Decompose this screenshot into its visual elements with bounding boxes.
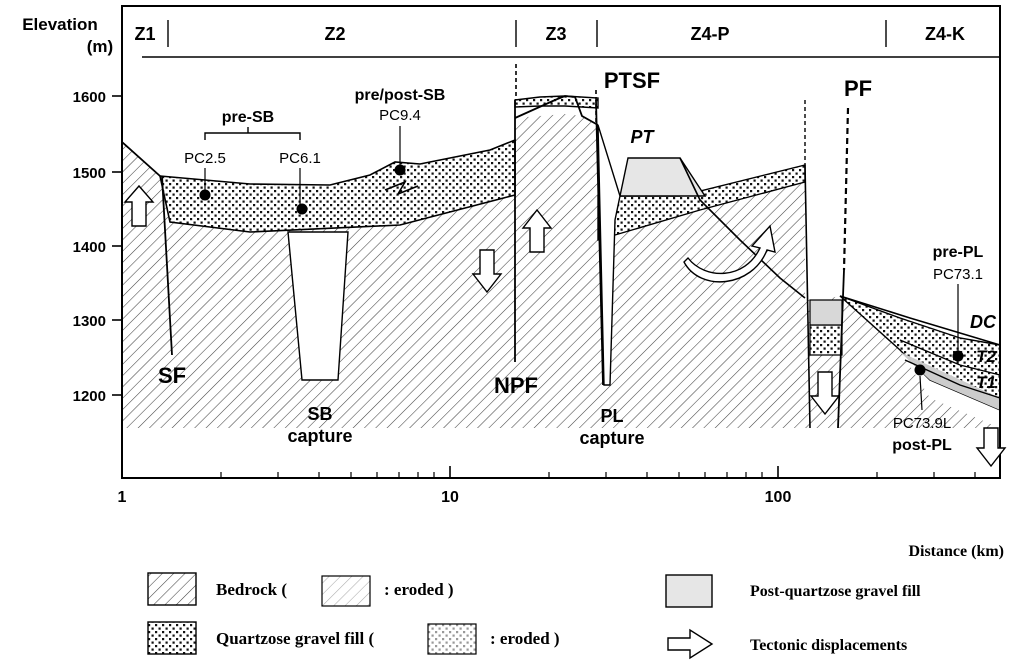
y-axis-title-line1: Elevation — [22, 15, 98, 34]
terrace-t2 — [899, 339, 1001, 376]
gravel-lens-mark — [384, 180, 419, 196]
zone-z4k: Z4-K — [925, 24, 965, 44]
sample-pc739l — [914, 364, 926, 376]
fault-pf — [842, 107, 850, 271]
bedrock-right — [840, 296, 1000, 428]
label-pc94: PC9.4 — [379, 107, 421, 124]
arrow-down-pf-icon — [809, 371, 841, 416]
legend-gravel-swatch — [147, 621, 197, 655]
label-pre-pl: pre-PL — [933, 244, 984, 261]
label-ptsf: PTSF — [604, 68, 660, 93]
x-tick-100: 100 — [765, 489, 792, 506]
fault-pf-solid — [837, 269, 845, 429]
arrow-down-k-icon — [975, 427, 1007, 468]
label-pl-capture-1: PL — [600, 406, 623, 426]
x-axis-title: Distance (km) — [908, 543, 1004, 560]
sb-capture-valley — [287, 231, 349, 381]
y-tick-1600: 1600 — [73, 89, 106, 106]
rotation-arrow-icon — [683, 224, 776, 283]
plot-frame — [121, 5, 1001, 479]
label-t1: T1 — [976, 373, 996, 392]
label-pc61: PC6.1 — [279, 150, 321, 167]
legend-gravel-eroded-label: : eroded ) — [490, 629, 560, 648]
label-pc739l: PC73.9L — [893, 415, 951, 432]
label-pl-capture-2: capture — [579, 428, 644, 448]
x-ticks — [121, 466, 779, 478]
pl-capture-valley — [597, 124, 621, 386]
label-npf: NPF — [494, 373, 538, 398]
label-pre-post-sb: pre/post-SB — [355, 87, 446, 104]
label-pt: PT — [630, 127, 655, 147]
label-pc731: PC73.1 — [933, 266, 983, 283]
x-tick-10: 10 — [441, 489, 459, 506]
fault-sf — [161, 175, 173, 356]
label-sb-capture-1: SB — [307, 404, 332, 424]
legend-gravel-label: Quartzose gravel fill ( — [216, 629, 374, 648]
gravel-z2 — [158, 138, 516, 233]
legend-tectonic-label: Tectonic displacements — [750, 637, 907, 654]
label-dc: DC — [970, 312, 997, 332]
y-tick-1200: 1200 — [73, 388, 106, 405]
gravel-pf-box — [809, 324, 843, 356]
y-tick-1400: 1400 — [73, 239, 106, 256]
legend-post-fill-swatch — [665, 574, 713, 608]
zone-z4p: Z4-P — [690, 24, 729, 44]
zone-z1: Z1 — [134, 24, 155, 44]
label-pre-sb: pre-SB — [222, 109, 274, 126]
sample-pc61 — [296, 203, 308, 215]
post-fill-pt — [619, 157, 707, 197]
sample-pc731 — [952, 350, 964, 362]
label-sf: SF — [158, 363, 186, 388]
label-pf: PF — [844, 76, 872, 101]
arrow-up-z3-icon — [521, 208, 553, 253]
arrow-down-z2-icon — [471, 249, 503, 294]
zone-z3: Z3 — [545, 24, 566, 44]
y-tick-1500: 1500 — [73, 165, 106, 182]
post-fill-pf — [809, 299, 843, 326]
sample-pc94 — [394, 164, 406, 176]
bedrock-surface — [121, 95, 599, 177]
fault-ptsf — [595, 99, 604, 386]
label-sb-capture-2: capture — [287, 426, 352, 446]
x-minor-ticks — [220, 472, 976, 478]
arrow-up-z1-icon — [123, 184, 155, 227]
legend-post-fill-label: Post-quartzose gravel fill — [750, 583, 921, 600]
y-tick-1300: 1300 — [73, 313, 106, 330]
legend-bedrock-eroded-label: : eroded ) — [384, 580, 454, 599]
label-pc25: PC2.5 — [184, 150, 226, 167]
legend-bedrock-eroded-swatch — [321, 575, 371, 607]
y-ticks — [112, 95, 122, 396]
gravel-z3-top — [514, 95, 599, 109]
y-axis-title-line2: (m) — [87, 37, 113, 56]
legend-bedrock-label: Bedrock ( — [216, 580, 287, 599]
legend-gravel-eroded-swatch — [427, 623, 477, 655]
zone-z2: Z2 — [324, 24, 345, 44]
sample-pc25 — [199, 189, 211, 201]
label-post-pl: post-PL — [892, 437, 952, 454]
x-tick-1: 1 — [118, 489, 127, 506]
legend-tectonic-arrow-icon — [667, 628, 714, 660]
bedrock-p — [598, 182, 840, 428]
label-t2: T2 — [976, 347, 996, 366]
pre-sb-bracket — [204, 127, 301, 140]
fault-z4p-right-solid — [804, 164, 811, 429]
terrace-dc — [839, 295, 1001, 346]
bedrock-middle — [515, 114, 598, 428]
bedrock-slope-p — [679, 157, 806, 299]
legend-bedrock-swatch — [147, 572, 197, 606]
